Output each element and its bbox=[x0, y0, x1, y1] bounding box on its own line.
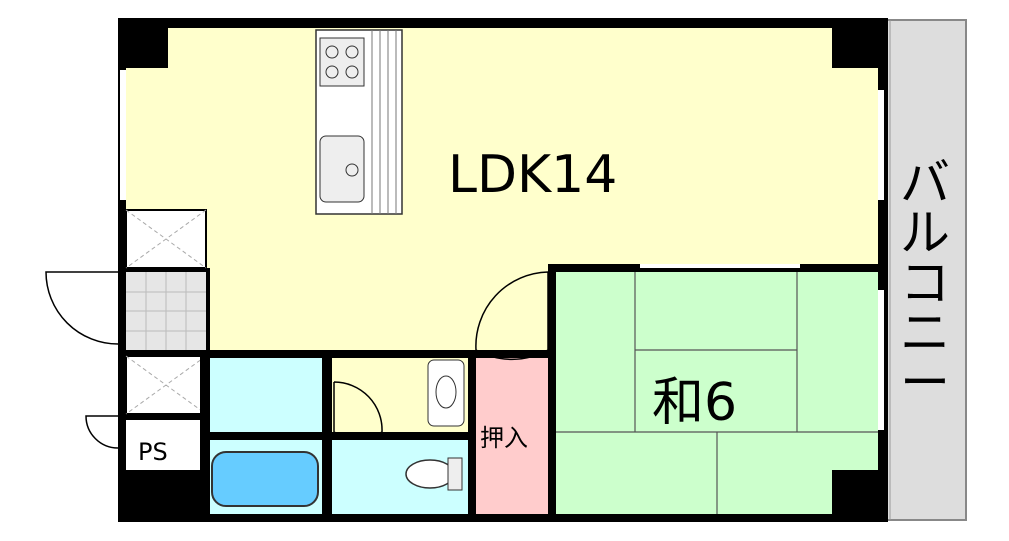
ps-box bbox=[126, 420, 206, 470]
balcony-char-4: ニ bbox=[900, 304, 950, 362]
balcony-char-3: コ bbox=[900, 254, 950, 312]
stove-icon bbox=[319, 37, 365, 87]
ps-label: PS bbox=[138, 438, 168, 466]
tatami-lines bbox=[556, 272, 878, 514]
washbasin-icon bbox=[427, 359, 465, 427]
balcony-area bbox=[883, 19, 967, 521]
toilet-icon bbox=[405, 459, 455, 489]
oshiire-label: 押入 bbox=[480, 424, 528, 452]
washroom bbox=[210, 358, 322, 434]
entrance-door-icon bbox=[45, 271, 119, 345]
oshiire-closet bbox=[476, 358, 548, 514]
balcony-char-2: ル bbox=[900, 204, 950, 262]
washitsu-label: 和6 bbox=[652, 373, 737, 433]
bathtub-icon bbox=[211, 451, 319, 507]
balcony-char-1: バ bbox=[900, 154, 950, 212]
ps-door-icon bbox=[85, 415, 119, 449]
ldk-room bbox=[126, 28, 878, 350]
balcony-label: バ ル コ ニ ー bbox=[900, 154, 950, 412]
toilet-door-icon bbox=[333, 381, 383, 440]
ldk-label: LDK14 bbox=[448, 145, 617, 205]
washitsu-door-icon bbox=[475, 271, 549, 361]
sink-icon bbox=[319, 135, 365, 203]
balcony-char-5: ー bbox=[900, 354, 950, 412]
